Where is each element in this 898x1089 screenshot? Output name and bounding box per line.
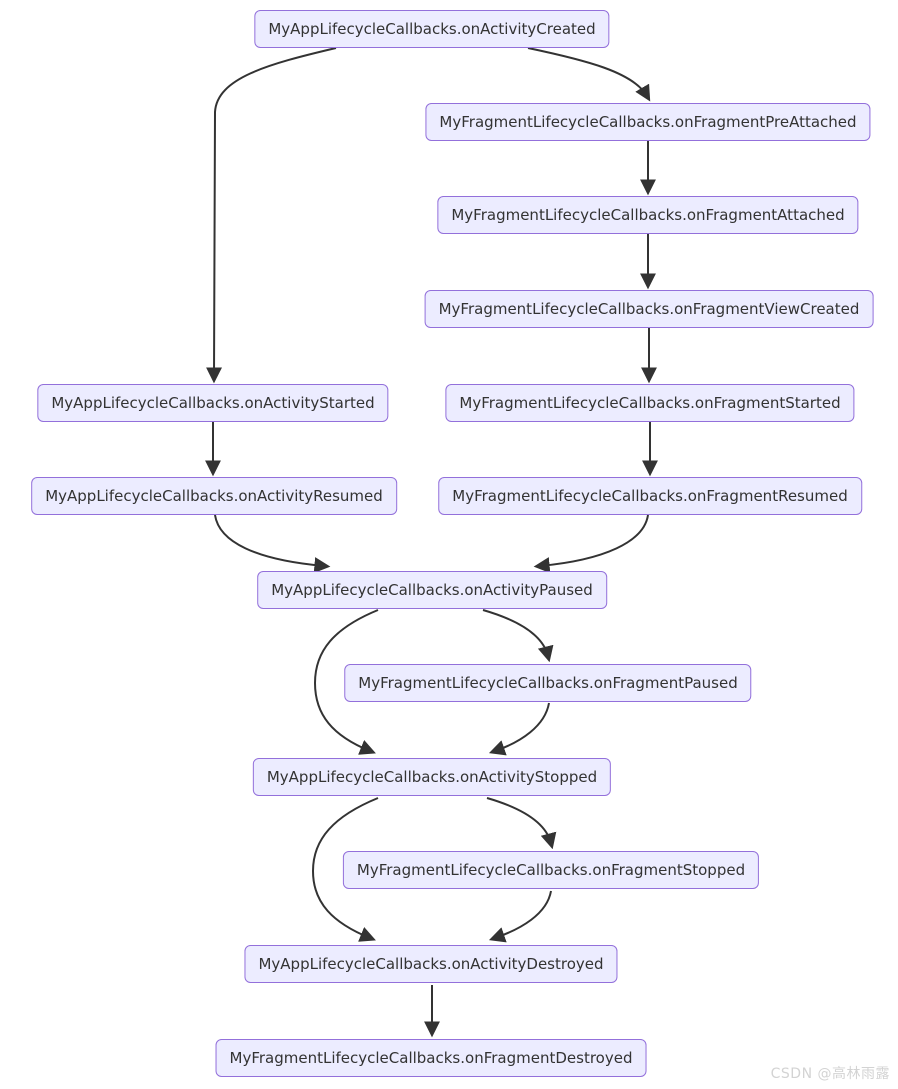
edge-fragmentPaused-activityStopped: [488, 702, 550, 756]
node-fragment-destroyed: MyFragmentLifecycleCallbacks.onFragmentD…: [215, 1039, 647, 1077]
edge-activityCreated-activityStarted: [206, 47, 337, 384]
node-fragment-resumed: MyFragmentLifecycleCallbacks.onFragmentR…: [438, 477, 862, 515]
node-activity-destroyed: MyAppLifecycleCallbacks.onActivityDestro…: [244, 945, 618, 983]
edge-activityPaused-activityStopped: [313, 609, 379, 755]
edge-activityPaused-fragmentPaused: [482, 609, 554, 663]
edge-fragmentStopped-activityDestroyed: [488, 890, 552, 943]
node-fragment-view-created: MyFragmentLifecycleCallbacks.onFragmentV…: [424, 290, 874, 328]
node-fragment-started: MyFragmentLifecycleCallbacks.onFragmentS…: [445, 384, 855, 422]
node-fragment-stopped: MyFragmentLifecycleCallbacks.onFragmentS…: [342, 851, 760, 889]
edge-activityResumed-activityPaused: [214, 514, 331, 574]
node-fragment-attached: MyFragmentLifecycleCallbacks.onFragmentA…: [437, 196, 859, 234]
node-activity-started: MyAppLifecycleCallbacks.onActivityStarte…: [37, 384, 389, 422]
node-activity-resumed: MyAppLifecycleCallbacks.onActivityResume…: [31, 477, 397, 515]
node-fragment-pre-attached: MyFragmentLifecycleCallbacks.onFragmentP…: [425, 103, 871, 141]
edge-fragmentResumed-activityPaused: [533, 514, 649, 574]
edge-activityStopped-fragmentStopped: [486, 797, 557, 850]
csdn-watermark: CSDN @高林雨露: [770, 1066, 890, 1082]
node-activity-stopped: MyAppLifecycleCallbacks.onActivityStoppe…: [252, 758, 612, 796]
node-fragment-paused: MyFragmentLifecycleCallbacks.onFragmentP…: [344, 664, 752, 702]
edge-activityCreated-fragmentPreAttached: [527, 47, 651, 102]
edge-activityStopped-activityDestroyed: [311, 797, 379, 942]
node-activity-created: MyAppLifecycleCallbacks.onActivityCreate…: [254, 10, 610, 48]
node-activity-paused: MyAppLifecycleCallbacks.onActivityPaused: [257, 571, 607, 609]
